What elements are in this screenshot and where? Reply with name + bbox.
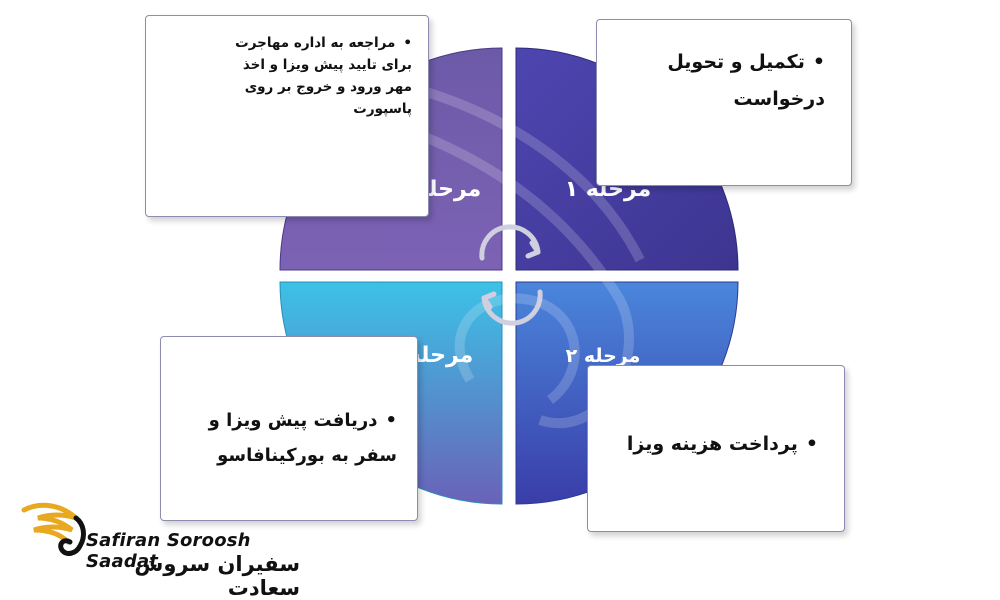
stage-2-description: پرداخت هزینه ویزا: [626, 433, 798, 455]
company-logo: Safiran Soroosh Saadat سفیران سروش سعادت: [20, 492, 300, 600]
stage-4-description: مراجعه به اداره مهاجرت برای تایید پیش وی…: [235, 35, 412, 117]
stage-2-label: مرحله ۲: [566, 345, 641, 367]
stage-3-description: دریافت پیش ویزا و سفر به بورکینافاسو: [208, 410, 397, 466]
logo-text-english: Safiran Soroosh Saadat: [86, 530, 251, 572]
logo-text-persian: سفیران سروش سعادت: [134, 552, 300, 600]
bullet-dot: •: [805, 433, 818, 455]
stage-3-card: •دریافت پیش ویزا و سفر به بورکینافاسو: [160, 336, 418, 521]
bullet-dot: •: [812, 51, 825, 73]
bullet-dot: •: [403, 35, 412, 51]
bullet-dot: •: [385, 410, 397, 431]
stage-4-card: •مراجعه به اداره مهاجرت برای تایید پیش و…: [145, 15, 429, 217]
stage-1-description: تکمیل و تحویل درخواست: [667, 51, 825, 110]
cycle-arrows-icon: [479, 224, 543, 326]
stage-2-card: • پرداخت هزینه ویزا: [587, 365, 845, 532]
stage-1-card: •تکمیل و تحویل درخواست: [596, 19, 852, 186]
wings-logo-icon: [21, 502, 86, 556]
